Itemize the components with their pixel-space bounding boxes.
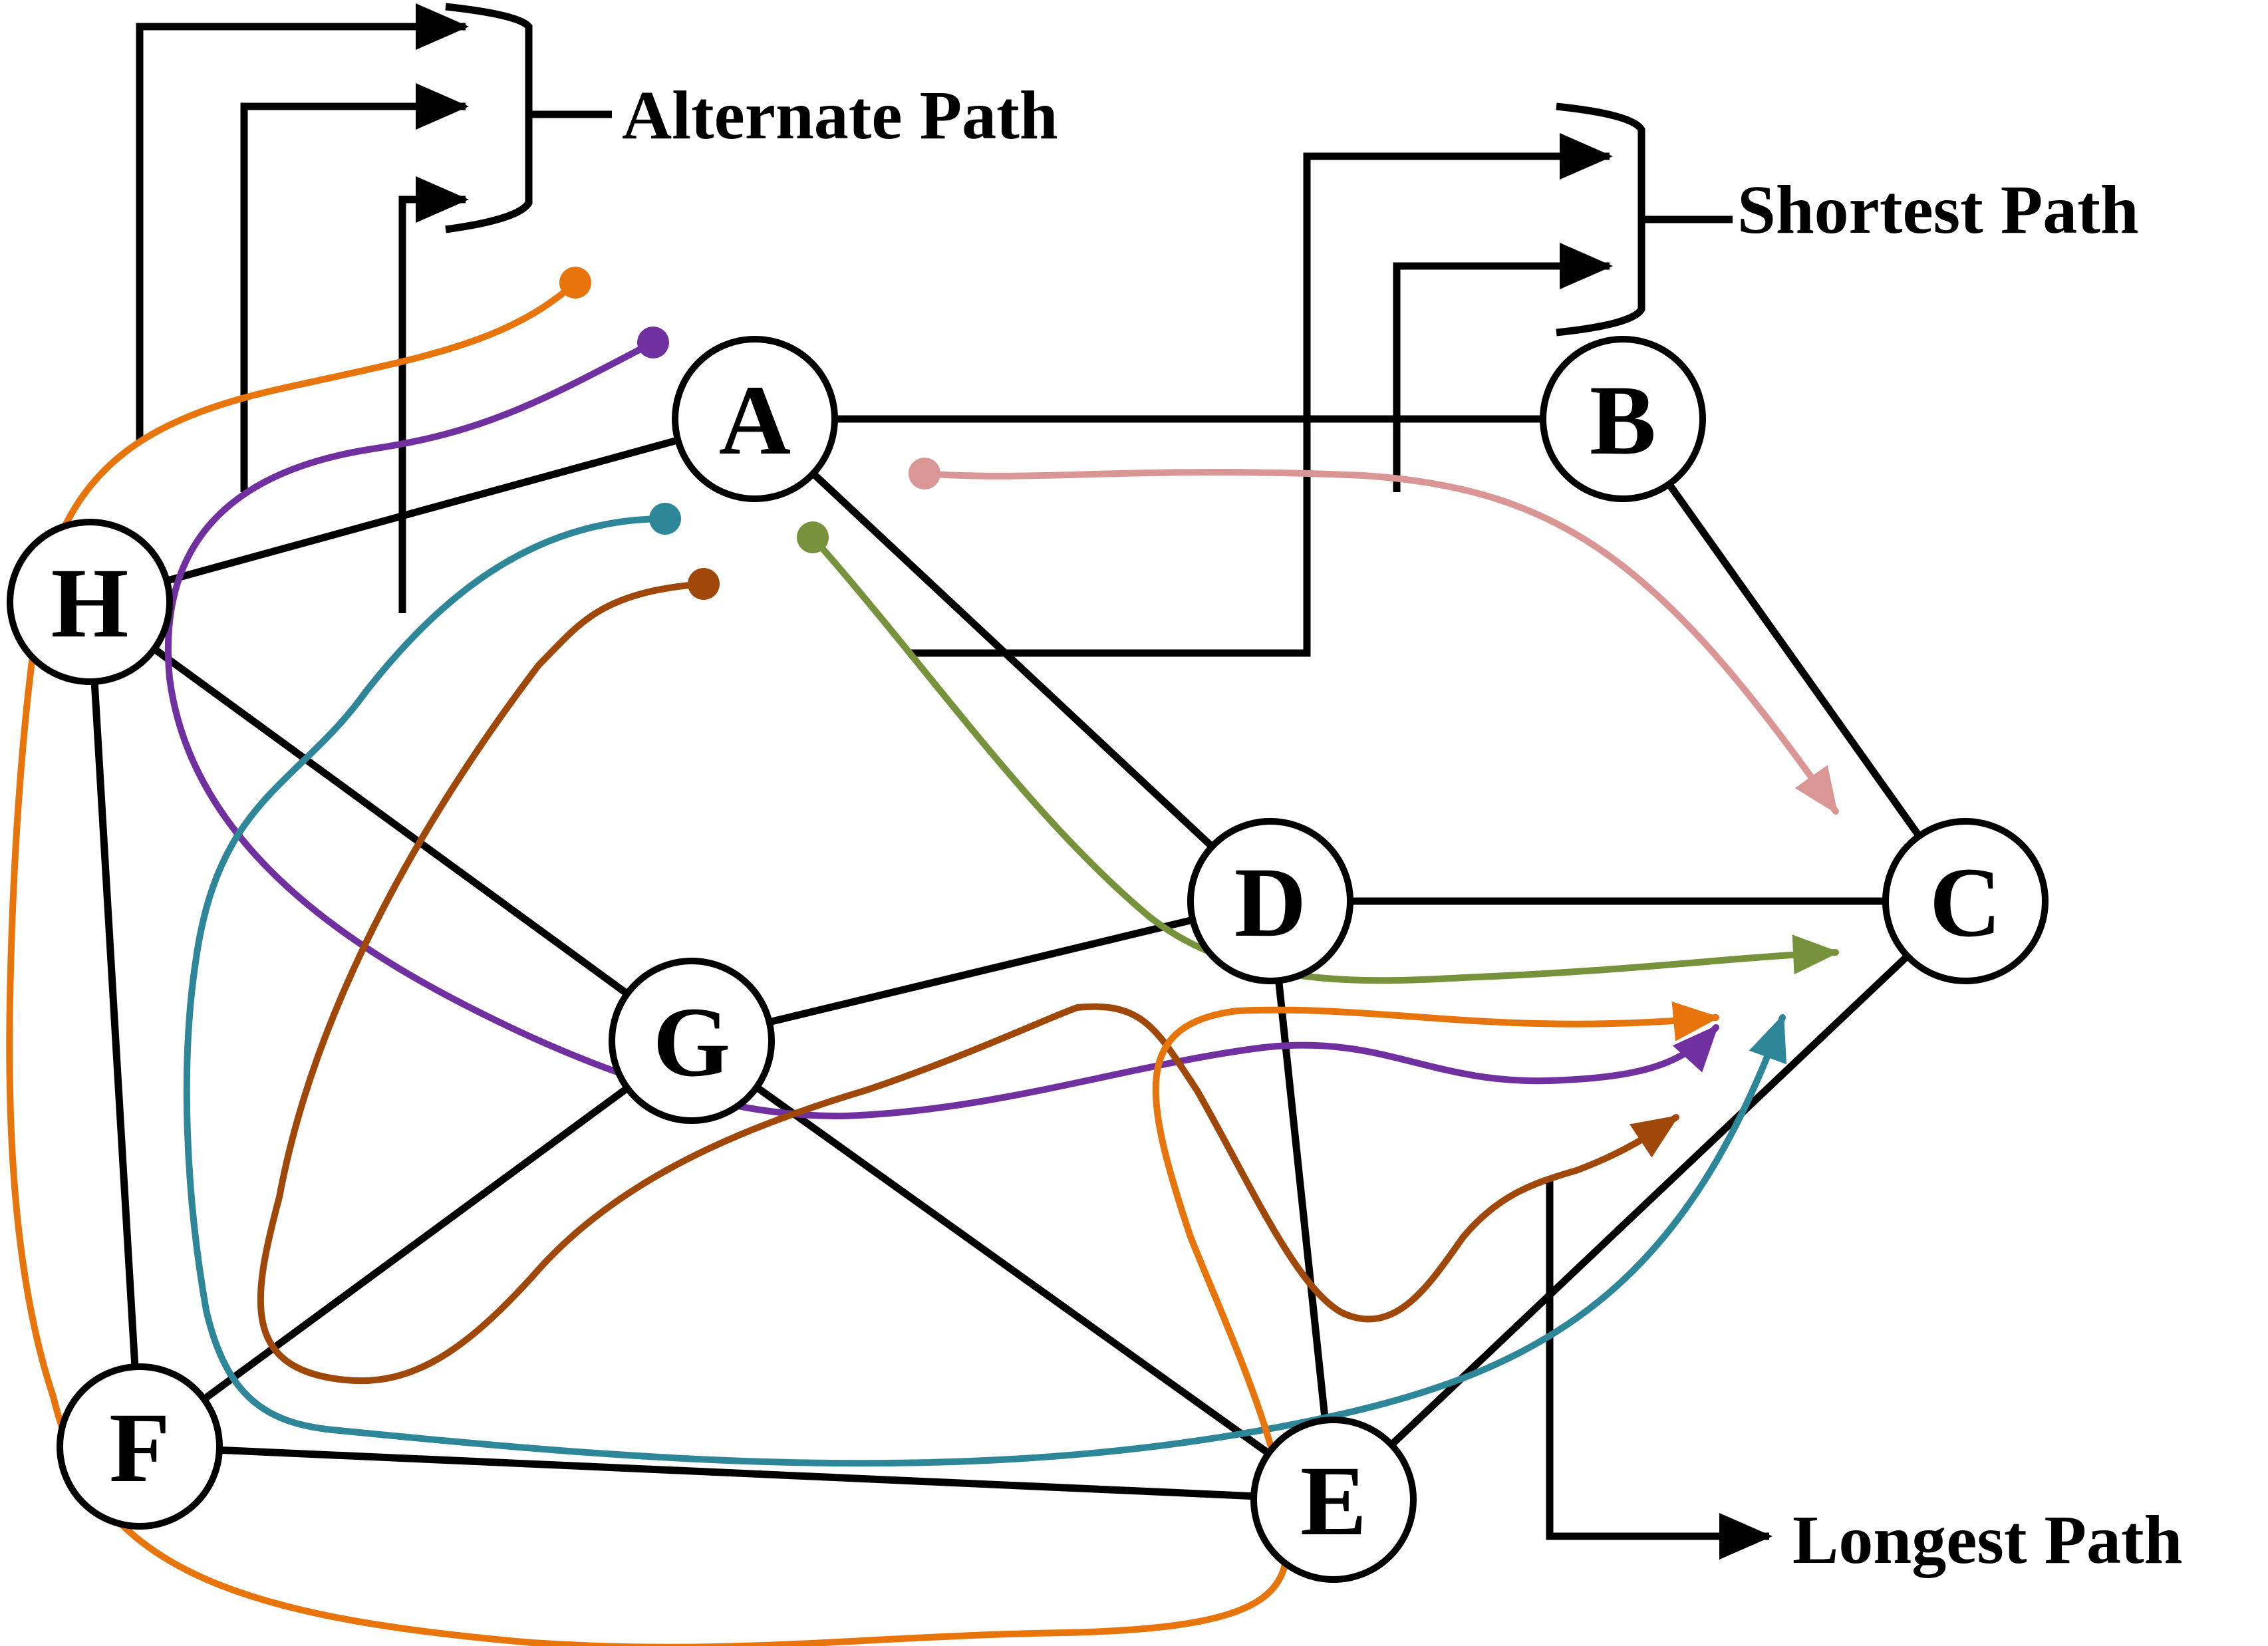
- edge-a-h: [88, 415, 756, 606]
- brown-route-start-dot: [688, 568, 720, 600]
- longest-connector: [1546, 1177, 1772, 1560]
- shortest-path-legend: Shortest Path: [908, 102, 2139, 657]
- node-e: E: [1250, 1417, 1417, 1583]
- edge-b-c: [1620, 416, 1969, 904]
- purple-route-start-dot: [637, 327, 669, 358]
- node-g: G: [609, 958, 775, 1124]
- edge-a-d: [752, 416, 1273, 904]
- alternate-connector-3: [398, 176, 469, 613]
- node-h-label: H: [51, 548, 129, 658]
- teal-route-start-dot: [649, 503, 681, 535]
- node-d: D: [1187, 818, 1353, 984]
- node-g-label: G: [653, 987, 731, 1097]
- pink-route-start-dot: [909, 458, 940, 489]
- longest-path-label: Longest Path: [1792, 1502, 2182, 1578]
- alternate-path-legend: Alternate Path: [136, 3, 1058, 613]
- alternate-connector-1: [136, 3, 469, 442]
- node-b-label: B: [1590, 365, 1656, 476]
- node-b: B: [1540, 336, 1706, 502]
- shortest-connector-1: [908, 133, 1613, 657]
- node-d-label: D: [1234, 847, 1306, 958]
- edge-h-f: [86, 601, 144, 1447]
- orange-route-start-dot: [559, 267, 591, 299]
- alternate-path-label: Alternate Path: [622, 77, 1058, 154]
- edge-f-e: [139, 1442, 1334, 1504]
- teal-route: [183, 515, 1787, 1467]
- node-a: A: [672, 336, 838, 502]
- edge-e-c: [1331, 898, 1968, 1502]
- longest-path-legend: Longest Path: [1546, 1177, 2182, 1578]
- node-a-label: A: [719, 365, 791, 476]
- shortest-connector-2: [1393, 243, 1613, 492]
- node-f-label: F: [109, 1393, 170, 1503]
- brown-route: [257, 581, 1679, 1385]
- node-f: F: [57, 1363, 223, 1530]
- shortest-bracket: [1556, 102, 1645, 337]
- green-route-start-dot: [797, 521, 829, 553]
- node-h: H: [7, 519, 173, 685]
- edge-h-g: [87, 599, 694, 1044]
- node-c: C: [1882, 818, 2049, 984]
- graph-edges: [86, 415, 1969, 1504]
- edge-d-g: [690, 897, 1272, 1045]
- node-c-label: C: [1929, 847, 2001, 958]
- node-e-label: E: [1300, 1446, 1367, 1556]
- edge-g-e: [689, 1037, 1336, 1503]
- pink-route: [921, 469, 1839, 815]
- edge-d-e: [1266, 900, 1338, 1500]
- shortest-path-label: Shortest Path: [1737, 172, 2139, 248]
- graph-nodes: A B C D E F G H: [7, 336, 2049, 1583]
- alternate-connector-2: [240, 83, 469, 492]
- edge-g-f: [137, 1037, 694, 1450]
